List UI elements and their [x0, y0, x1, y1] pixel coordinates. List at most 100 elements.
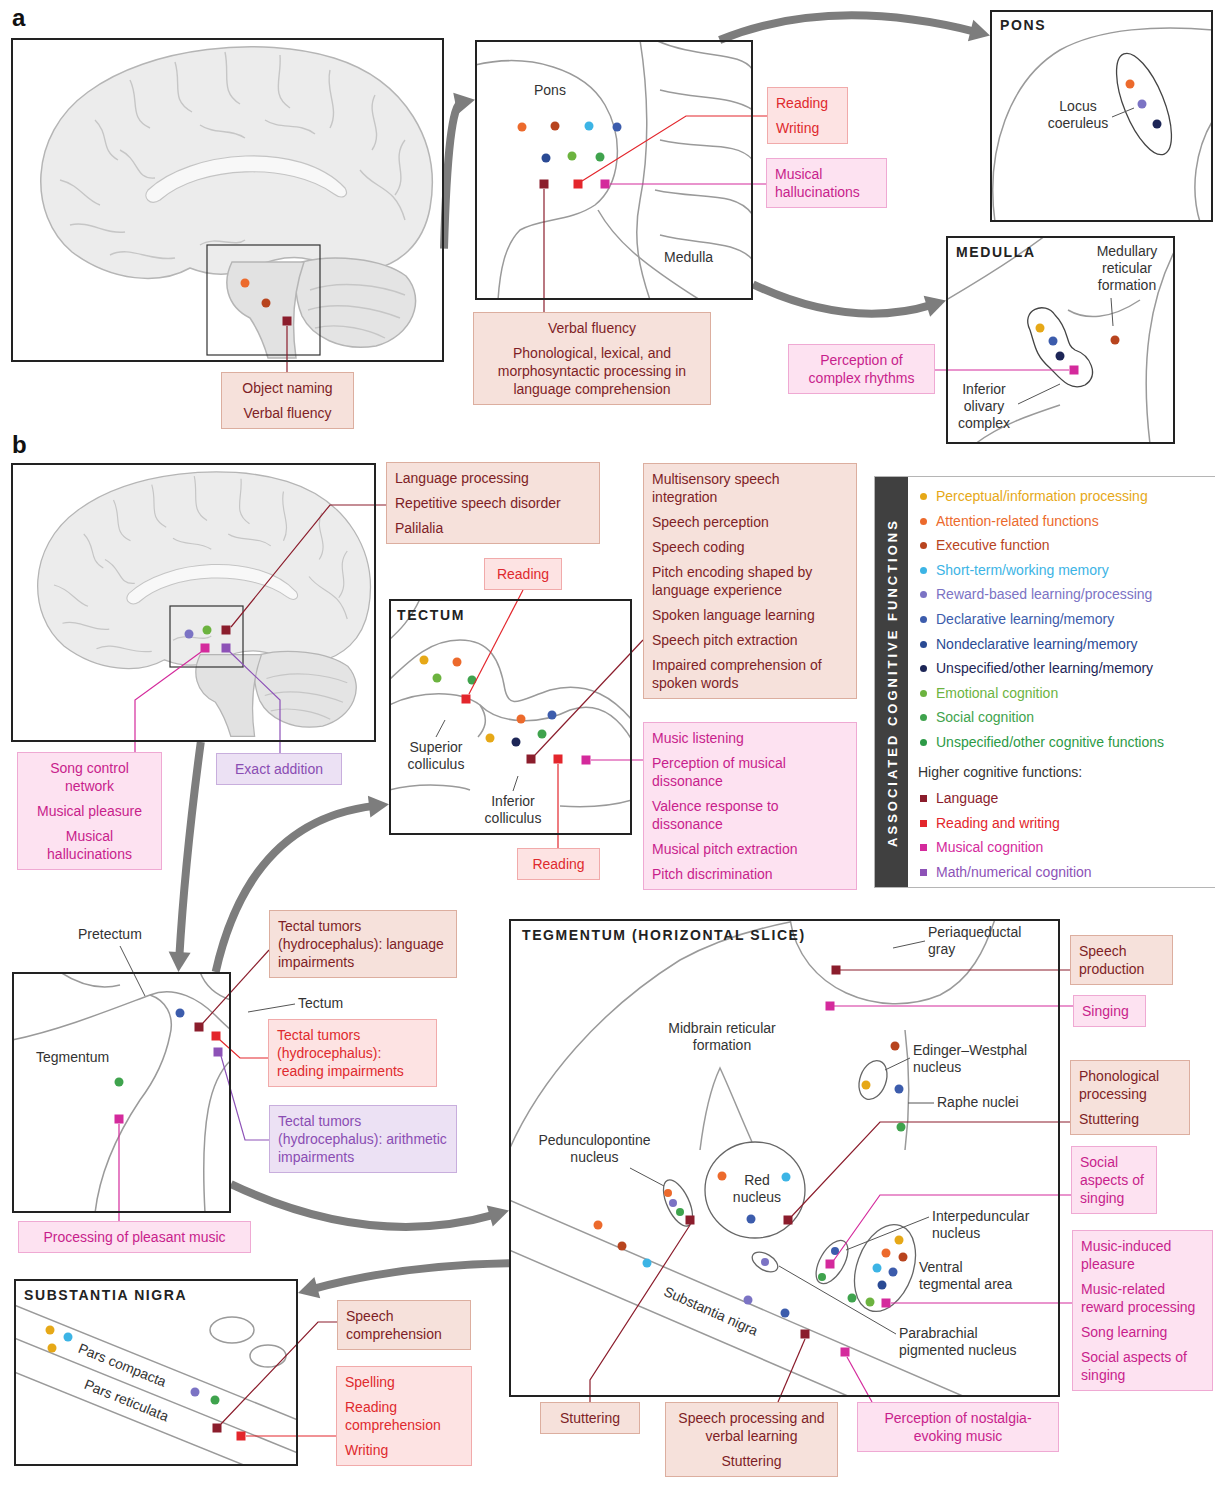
panel-arrow	[231, 1184, 509, 1227]
midbrain-figure	[204, 1060, 231, 1213]
leader-line	[778, 1339, 805, 1402]
tegmentum-figure	[676, 1208, 684, 1216]
brain-figure	[201, 644, 210, 653]
tegmentum-figure	[831, 1247, 839, 1255]
tegmentum-figure	[782, 1173, 791, 1182]
tectum-figure	[582, 756, 591, 765]
callout-box: Stuttering	[540, 1402, 640, 1434]
figure-panel: PonsMedulla	[475, 40, 753, 300]
tegmentum-figure	[841, 1348, 850, 1357]
tegmentum-figure	[810, 1235, 855, 1289]
legend-dot	[920, 567, 927, 574]
tectum-figure	[462, 695, 471, 704]
leader-line	[557, 764, 558, 848]
callout-text: Object naming	[230, 379, 345, 397]
leader-line	[135, 652, 201, 752]
tegmentum-figure	[899, 1253, 908, 1262]
tegmentum-figure	[873, 1264, 882, 1273]
tegmentum-figure	[686, 1216, 695, 1225]
legend-square	[920, 820, 927, 827]
legend-row: Executive function	[920, 533, 1034, 558]
tectum-figure	[389, 785, 470, 790]
callout-text: Musical hallucinations	[26, 827, 153, 863]
tegmentum-figure	[747, 1215, 756, 1224]
callout-text: Song learning	[1081, 1323, 1204, 1341]
callout-text: Pitch discrimination	[652, 865, 848, 883]
callout-box: Perception of nostalgia-evoking music	[857, 1402, 1059, 1452]
midbrain-figure	[200, 972, 231, 1000]
structure-label: Substantia nigra	[661, 1283, 787, 1351]
brainstem-figure	[542, 154, 551, 163]
leader-line	[543, 189, 544, 312]
medulla-figure	[946, 236, 1175, 444]
tectum-figure	[486, 734, 495, 743]
structure-label: Interpeduncular nucleus	[932, 1208, 1054, 1242]
leader-line	[935, 369, 1069, 370]
tegmentum-figure	[781, 1309, 790, 1318]
leader-line	[610, 183, 766, 184]
callout-text: Musical pitch extraction	[652, 840, 848, 858]
callout-text: Multisensory speech integration	[652, 470, 848, 506]
tegmentum-figure	[843, 1216, 926, 1320]
leader-line	[582, 116, 767, 181]
tegmentum-figure	[779, 1266, 896, 1334]
panel-arrow	[444, 93, 475, 249]
tegmentum-figure	[718, 1172, 727, 1181]
brainstem-figure	[655, 40, 753, 70]
leader-line	[286, 326, 287, 372]
legend-dot	[920, 641, 927, 648]
structure-label: Tectum	[298, 995, 358, 1012]
legend-text: Perceptual/information processing	[936, 488, 1148, 504]
tegmentum-figure	[832, 966, 841, 975]
callout-text: Verbal fluency	[230, 404, 345, 422]
brainstem-figure	[574, 180, 583, 189]
callout-text: Perception of musical dissonance	[652, 754, 848, 790]
callout-box: Processing of pleasant music	[18, 1221, 251, 1253]
label-leader	[120, 946, 145, 996]
brainstem-figure	[660, 140, 753, 160]
brain-figure	[283, 317, 292, 326]
legend-title: ASSOCIATED COGNITIVE FUNCTIONS	[875, 477, 908, 887]
brain-figure	[38, 472, 371, 737]
midbrain-figure	[115, 1078, 124, 1087]
arrow-head	[968, 20, 990, 41]
arrow-head	[169, 951, 191, 972]
tegmentum-figure	[897, 1123, 906, 1132]
arrow-head	[368, 796, 389, 818]
brainstem-figure	[655, 190, 753, 215]
legend-row: Unspecified/other cognitive functions	[920, 730, 1148, 755]
legend-row: Musical cognition	[920, 835, 1027, 860]
brainstem-figure	[601, 180, 610, 189]
legend-row: Declarative learning/memory	[920, 607, 1098, 632]
callout-box: ReadingWriting	[767, 87, 848, 144]
leader-line	[230, 652, 280, 753]
tectum-figure	[433, 674, 442, 683]
legend-row: Short-term/working memory	[920, 558, 1093, 583]
callout-text: Repetitive speech disorder	[395, 494, 591, 512]
legend-row: Nondeclarative learning/memory	[920, 632, 1122, 657]
panel-arrow	[720, 15, 990, 41]
brain-figure	[41, 47, 432, 358]
leader-line	[221, 1322, 337, 1424]
arrow-head	[487, 1205, 509, 1226]
tegmentum-figure	[895, 1085, 904, 1094]
medulla-figure	[946, 236, 1175, 444]
panel-arrow	[169, 742, 201, 972]
callout-text: Music listening	[652, 729, 848, 747]
callout-text: Palilalia	[395, 519, 591, 537]
arrow-head	[453, 93, 475, 115]
legend-box: ASSOCIATED COGNITIVE FUNCTIONS Perceptual…	[874, 476, 1215, 888]
legend-text: Short-term/working memory	[936, 562, 1109, 578]
tegmentum-figure	[509, 1200, 965, 1397]
medulla-figure	[1068, 300, 1140, 317]
tegmentum-figure	[818, 1273, 826, 1281]
substantia-nigra-figure	[48, 1344, 57, 1353]
brainstem-figure	[568, 152, 577, 161]
tegmentum-figure	[657, 1176, 698, 1231]
structure-label: Inferior colliculus	[475, 793, 551, 827]
substantia-nigra-figure	[213, 1424, 222, 1433]
tectum-figure	[554, 755, 563, 764]
callout-box: Speech processing and verbal learningStu…	[665, 1402, 838, 1477]
midbrain-figure	[12, 972, 231, 1213]
arrow-shaft	[720, 15, 977, 40]
